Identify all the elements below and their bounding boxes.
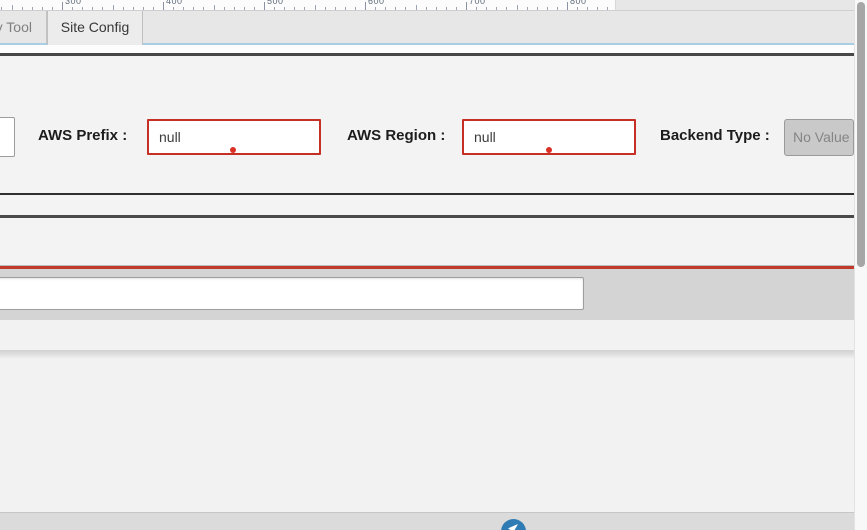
ruler-tick [556,7,558,10]
ruler-tick [516,5,518,10]
separator-line [0,265,854,266]
scrollbar-thumb[interactable] [857,2,865,267]
separator-line [0,53,854,56]
ruler-tick [577,7,579,10]
ruler-tick [496,7,498,10]
tab-bar-top-border [0,10,854,11]
ruler-tick [425,7,427,10]
backend-type-label: Backend Type : [660,127,770,144]
tab-y-tool[interactable]: y Tool [0,11,47,44]
ruler-tick [476,7,478,10]
ruler-tick [435,7,437,10]
tab-site-config[interactable]: Site Config [47,11,143,45]
ruler-tick [354,7,356,10]
ruler-tick [365,2,366,10]
ruler-label: 400 [166,0,183,6]
ruler-tick [41,7,43,10]
ruler-tick [294,7,296,10]
aws-region-label: AWS Region : [347,127,446,144]
ruler-tick [203,7,205,10]
white-strip [0,45,854,53]
ruler-tick [597,7,599,10]
ruler-tick [506,7,508,10]
footer-bar [0,512,854,530]
ruler-tick [51,7,53,10]
ruler-tick [31,7,33,10]
validation-error-dot [230,147,236,153]
ruler-label: 800 [570,0,587,6]
ruler-tick [324,7,326,10]
ruler-tick [11,5,13,10]
ruler-tick [546,7,548,10]
backend-type-select[interactable]: No Value [784,119,854,156]
ruler-tick [466,2,467,10]
ruler-tick [304,7,306,10]
ruler-tick [334,7,336,10]
ruler-tick [536,7,538,10]
ruler-tick [253,7,255,10]
ruler-tick [274,7,276,10]
ruler-tick [567,2,568,10]
ruler-tick [72,7,74,10]
ruler-tick [102,7,104,10]
ruler-tick [284,7,286,10]
aws-region-input[interactable] [462,119,636,155]
ruler-tick [82,7,84,10]
ruler-tick [445,7,447,10]
ruler-tick [264,2,265,10]
ruler-label: 700 [469,0,486,6]
ruler-tick [243,7,245,10]
ruler-tick [122,7,124,10]
ruler-tick [183,7,185,10]
paper-plane-icon [508,524,518,530]
ruler-label: 300 [65,0,82,6]
ruler-tick [223,7,225,10]
ruler-tick [405,7,407,10]
ruler-tick [173,7,175,10]
ruler-tick [486,7,488,10]
tab-accent-line [0,43,854,45]
panel-shadow-edge [0,350,854,359]
ruler-tick [142,7,144,10]
floating-action-button[interactable] [501,519,526,530]
ruler-tick [92,7,94,10]
content-area [0,320,854,511]
ruler-tick [152,7,154,10]
ruler-label: 600 [368,0,385,6]
ruler-tick [314,5,316,10]
aws-prefix-label: AWS Prefix : [38,127,128,144]
site-config-form: AWS Prefix : AWS Region : Backend Type :… [0,56,854,193]
ruler-label: 500 [267,0,284,6]
separator-line [0,193,854,195]
vertical-scrollbar[interactable] [854,0,867,530]
ruler-tick [112,5,114,10]
ruler-tick [526,7,528,10]
ruler-tick [193,7,195,10]
ruler-tick [233,7,235,10]
ruler-tick [1,7,3,10]
separator-line [0,215,854,218]
ruler-tick [213,5,215,10]
bottom-text-input[interactable] [0,277,584,310]
validation-error-dot [546,147,552,153]
red-separator-line [0,266,854,269]
ruler-tick [132,7,134,10]
horizontal-ruler: 300 400 500 600 700 800 [0,0,616,10]
left-edge-input[interactable] [0,117,15,157]
ruler-tick [587,7,589,10]
ruler-tick [21,7,23,10]
ruler-tick [344,7,346,10]
ruler-tick [163,2,164,10]
ruler-tick [415,5,417,10]
ruler-tick [62,2,63,10]
ruler-tick [395,7,397,10]
input-band [0,269,854,320]
ruler-tick [385,7,387,10]
ruler-tick [455,7,457,10]
ruler-tick [607,7,609,10]
ruler-tick [375,7,377,10]
